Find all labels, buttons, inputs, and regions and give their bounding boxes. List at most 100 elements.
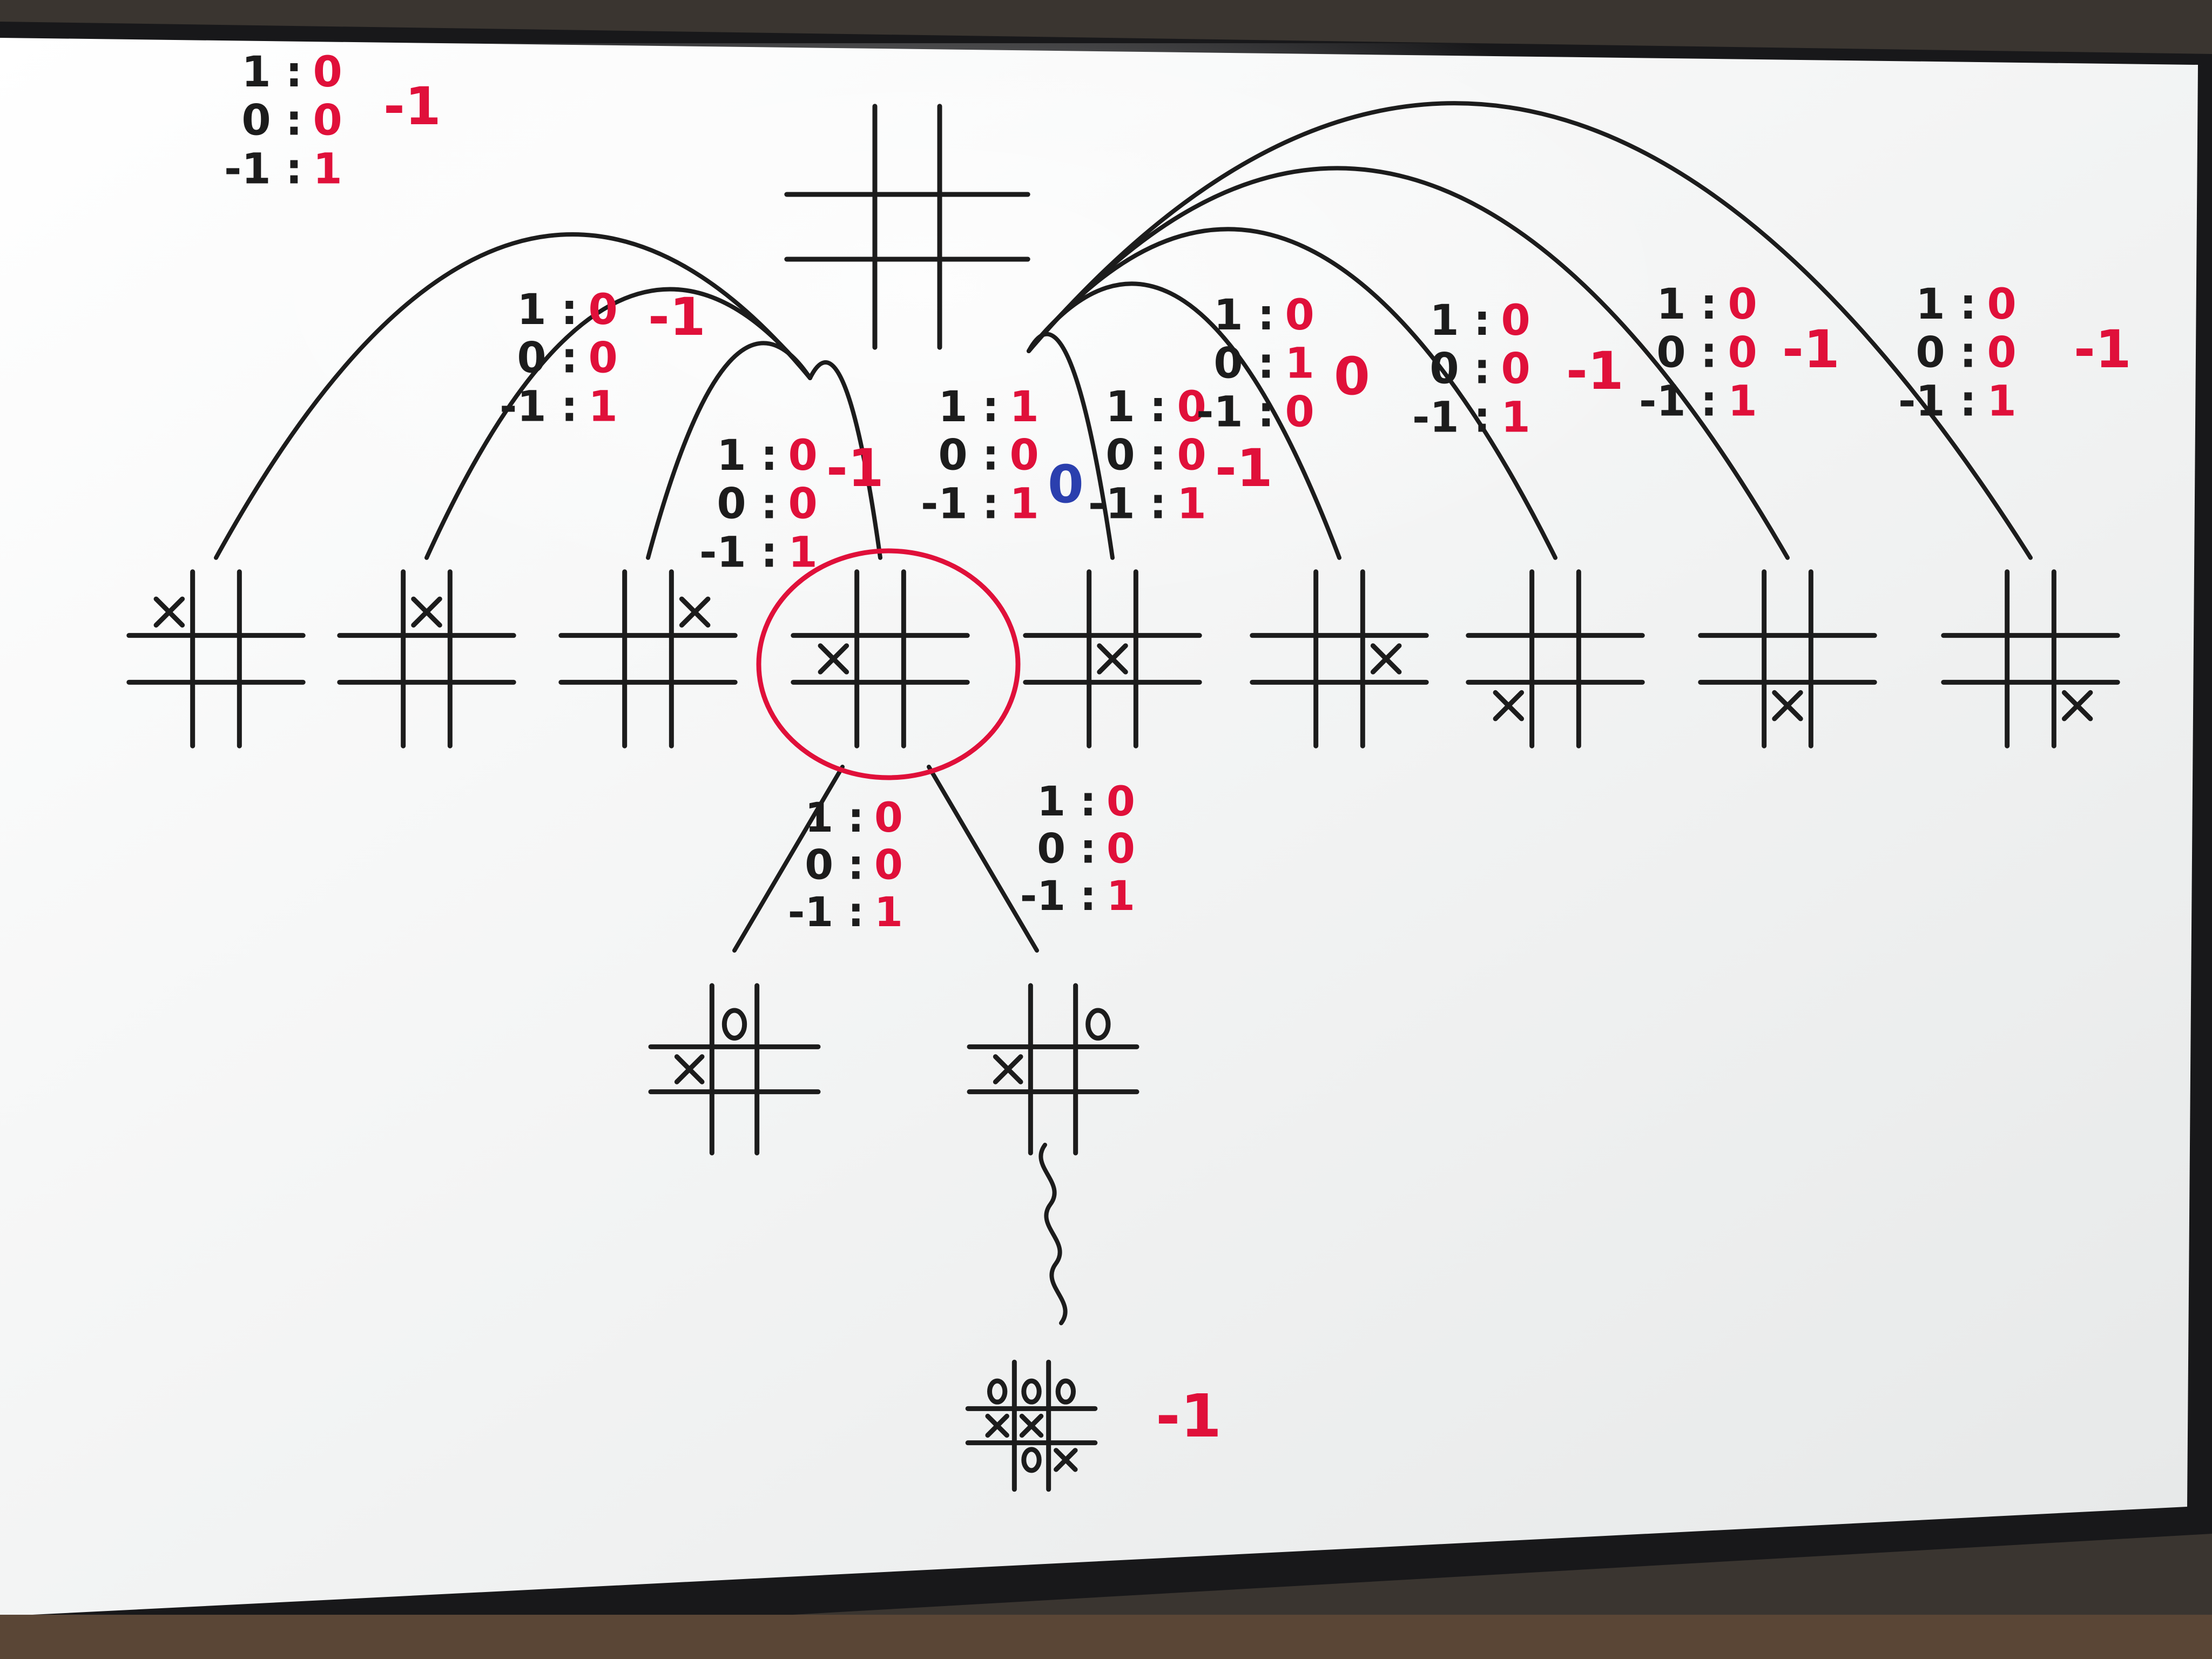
tally-key: 1 : bbox=[1037, 777, 1096, 825]
o-mark bbox=[721, 1008, 747, 1041]
tally-count: 0 bbox=[1177, 383, 1206, 431]
level1-tally-2: 1 :00 :0-1 :1 bbox=[500, 286, 618, 431]
tally-key: 1 : bbox=[1916, 280, 1977, 329]
tally-key: 0 : bbox=[1429, 345, 1491, 394]
tree-edge bbox=[1027, 227, 1557, 560]
x-mark bbox=[1019, 1413, 1044, 1438]
tally-key: -1 : bbox=[921, 480, 999, 528]
root-board bbox=[784, 104, 1030, 350]
tally-count: 0 bbox=[1728, 329, 1757, 377]
tally-key: -1 : bbox=[1898, 377, 1977, 426]
tally-count: 1 bbox=[589, 382, 618, 431]
tally-count: 1 bbox=[1728, 377, 1757, 426]
tree-edge bbox=[732, 765, 845, 953]
tally-count: 0 bbox=[1285, 388, 1314, 436]
tally-key: 1 : bbox=[241, 48, 302, 97]
continuation-squiggle bbox=[1038, 1143, 1068, 1325]
level1-board-6 bbox=[1250, 569, 1429, 748]
x-mark bbox=[1370, 643, 1402, 675]
level1-value-8: -1 bbox=[1782, 319, 1840, 380]
tally-key: 0 : bbox=[1105, 431, 1166, 480]
tally-count: 0 bbox=[589, 286, 618, 334]
tally-key: 0 : bbox=[241, 97, 302, 145]
o-mark bbox=[987, 1378, 1008, 1405]
tally-key: -1 : bbox=[1020, 872, 1096, 920]
o-mark bbox=[1085, 1008, 1111, 1041]
level1-value-2: -1 bbox=[648, 287, 706, 347]
tally-count: 0 bbox=[788, 480, 818, 529]
tally-key: 1 : bbox=[1656, 280, 1717, 329]
tree-edge bbox=[646, 341, 812, 560]
tree-edge bbox=[1027, 281, 1341, 560]
level1-board-2 bbox=[337, 569, 516, 748]
tally-key: -1 : bbox=[1088, 480, 1166, 528]
tally-count: 0 bbox=[1501, 296, 1530, 345]
floor-strip bbox=[0, 1615, 2212, 1659]
tally-key: -1 : bbox=[1196, 388, 1274, 436]
leaf-value: -1 bbox=[1156, 1381, 1222, 1451]
tally-count: 1 bbox=[788, 528, 818, 577]
x-mark bbox=[411, 596, 442, 628]
level1-board-3 bbox=[558, 569, 738, 748]
x-mark bbox=[2061, 690, 2093, 721]
tally-count: 0 bbox=[1987, 329, 2017, 377]
level1-value-7: -1 bbox=[1566, 341, 1624, 401]
tally-count: 0 bbox=[1501, 345, 1530, 394]
level1-value-4: 0 bbox=[1048, 454, 1084, 515]
tally-key: 0 : bbox=[1213, 340, 1274, 388]
level1-tally-3: 1 :00 :0-1 :1 bbox=[699, 431, 818, 577]
tally-key: 0 : bbox=[1656, 329, 1717, 377]
o-mark bbox=[1021, 1447, 1042, 1473]
tally-key: 1 : bbox=[717, 431, 778, 480]
tree-edge bbox=[1027, 166, 1790, 560]
tally-key: 1 : bbox=[1105, 383, 1166, 431]
x-mark bbox=[674, 1054, 705, 1084]
tally-key: 0 : bbox=[1037, 824, 1096, 872]
level1-tally-6: 1 :00 :1-1 :0 bbox=[1196, 291, 1314, 436]
tally-count: 0 bbox=[874, 840, 903, 888]
tally-count: 0 bbox=[1107, 777, 1135, 825]
tally-count: 0 bbox=[1987, 280, 2017, 329]
level1-board-8 bbox=[1698, 569, 1877, 748]
tally-count: 1 bbox=[1010, 383, 1039, 431]
level1-board-7 bbox=[1466, 569, 1645, 748]
level1-tally-4: 1 :10 :0-1 :1 bbox=[921, 383, 1039, 528]
tally-count: 0 bbox=[313, 48, 342, 97]
tree-edge bbox=[927, 765, 1039, 953]
level1-tally-8: 1 :00 :0-1 :1 bbox=[1639, 280, 1757, 426]
connector-layer bbox=[214, 101, 2033, 1325]
tally-key: 0 : bbox=[717, 480, 778, 529]
tally-key: 0 : bbox=[938, 431, 999, 480]
tree-edge bbox=[808, 360, 882, 560]
level1-board-5 bbox=[1023, 569, 1202, 748]
level2-board-2 bbox=[967, 983, 1139, 1156]
tree-edge bbox=[424, 287, 812, 560]
tally-count: 1 bbox=[1107, 872, 1135, 920]
level1-value-1: -1 bbox=[383, 76, 441, 137]
tally-key: 1 : bbox=[1213, 291, 1274, 340]
highlight-circle bbox=[756, 548, 1021, 780]
x-mark bbox=[1772, 690, 1803, 721]
tally-key: -1 : bbox=[1639, 377, 1717, 426]
tally-count: 0 bbox=[874, 793, 903, 841]
tally-count: 1 bbox=[1285, 340, 1314, 388]
x-mark bbox=[1054, 1448, 1078, 1472]
tally-count: 0 bbox=[313, 97, 342, 145]
leaf-board bbox=[965, 1359, 1098, 1492]
tally-key: 0 : bbox=[517, 334, 578, 383]
tally-count: 0 bbox=[1728, 280, 1757, 329]
tally-count: 1 bbox=[1501, 393, 1530, 442]
tally-key: 1 : bbox=[1429, 296, 1491, 345]
tally-key: 0 : bbox=[805, 840, 864, 888]
tally-count: 1 bbox=[1987, 377, 2017, 426]
label-layer: 1 :00 :0-1 :1-11 :00 :0-1 :1-11 :00 :0-1… bbox=[224, 48, 2132, 1451]
tally-key: -1 : bbox=[224, 145, 302, 193]
level1-board-9 bbox=[1941, 569, 2120, 748]
tally-key: -1 : bbox=[699, 528, 778, 577]
tally-key: 1 : bbox=[938, 383, 999, 431]
o-mark bbox=[1021, 1378, 1042, 1405]
level1-value-3: -1 bbox=[826, 438, 884, 498]
tally-key: 1 : bbox=[805, 793, 864, 841]
level1-tally-7: 1 :00 :0-1 :1 bbox=[1412, 296, 1530, 442]
